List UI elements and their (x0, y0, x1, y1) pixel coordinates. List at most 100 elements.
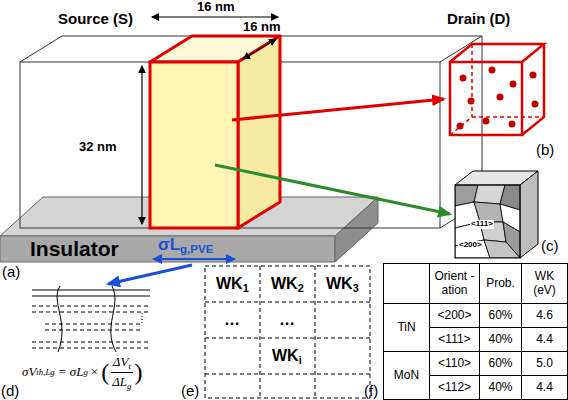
formula: σVth,Lg= σLg×(ΔVtΔLg) (22, 354, 143, 390)
wk-cell-group: WK1 (216, 275, 249, 295)
wk-cell: 2 (298, 282, 304, 294)
variation-label: g,PVE (180, 243, 213, 255)
table-cell: 4.6 (522, 304, 568, 328)
formula-term: ΔV (113, 354, 129, 369)
grain-cube (455, 171, 538, 258)
formula-subscript: t (128, 361, 130, 371)
dimension-arrows (142, 17, 278, 224)
gate-block (150, 36, 280, 228)
panel-letter-group: (a) (2, 264, 20, 281)
wk-cell: WK (272, 347, 299, 364)
table-header: Prob. (486, 276, 515, 290)
dimension-label: 16 nm (243, 19, 281, 34)
wk-cell-group: WK3 (326, 275, 359, 295)
grain-orientation: <200> (459, 240, 482, 249)
panel-letter-group: (e) (181, 383, 199, 400)
table-value: TiN (397, 320, 415, 334)
wk-cell-group: … (279, 311, 295, 329)
table-cell: 40% (480, 328, 522, 352)
node-text: Drain (D) (447, 10, 510, 27)
wk-cell: 1 (243, 282, 249, 294)
dimension-label-group: 16 nm (197, 0, 235, 14)
table-cell: <112> (430, 376, 480, 400)
grain-orientation: <111> (471, 219, 493, 228)
table-value: 4.4 (536, 332, 553, 346)
table-value: MoN (394, 368, 419, 382)
table-value: 40% (488, 380, 512, 394)
table-cell: <200> (430, 304, 480, 328)
wk-cell-group: WKi (272, 347, 302, 367)
panel-letter: (c) (541, 237, 559, 254)
wk-cell: 3 (353, 282, 359, 294)
dimension-label: 16 nm (197, 0, 235, 14)
table-cell: Orient -ation (430, 264, 480, 304)
formula-paren: ( (101, 360, 109, 384)
insulator-label: Insulator (30, 237, 119, 261)
table-row: MoN<110>60%5.0 (384, 352, 568, 376)
grain-orientation-group: <111> (470, 220, 494, 229)
table-value: 40% (488, 332, 512, 346)
panel-letter: (e) (181, 382, 199, 399)
formula-fraction: ΔVtΔLg (110, 354, 133, 390)
drain-label: Drain (D) (447, 10, 510, 27)
table-value: 4.4 (536, 380, 553, 394)
fraction-denominator: ΔLg (110, 373, 133, 391)
wk-grid (205, 266, 370, 398)
dimension-label: 32 nm (79, 139, 117, 154)
table-cell: 5.0 (522, 352, 568, 376)
panel-letter-group: (f) (364, 383, 378, 400)
roughness-sketch (32, 286, 150, 352)
pointer-arrow (215, 165, 450, 214)
dimension-label-group: 16 nm (243, 20, 281, 34)
dimension-label-group: 32 nm (79, 140, 117, 154)
wk-cell: … (224, 311, 240, 328)
panel-letter-group: (d) (1, 383, 19, 400)
table-row: Orient -ation Prob. WK (eV) (384, 264, 568, 304)
variation-label: σL (158, 235, 180, 254)
table-value: 60% (488, 308, 512, 322)
wk-cell: … (279, 311, 295, 328)
table-value: <112> (438, 380, 471, 394)
table-cell: <110> (430, 352, 480, 376)
table-cell: <111> (430, 328, 480, 352)
table-value: 60% (488, 356, 512, 370)
gate-length-arrow (153, 258, 235, 260)
table-value: <200> (437, 308, 471, 322)
table-cell: MoN (384, 352, 430, 400)
table-value: <111> (438, 332, 470, 346)
table-value: 5.0 (536, 356, 553, 370)
wk-cell: WK (326, 275, 353, 292)
pointer-arrow (232, 99, 444, 120)
table-cell: 4.4 (522, 328, 568, 352)
node-text: Insulator (30, 237, 119, 260)
pointer-arrow (108, 265, 192, 284)
grain-orientation-group: <200> (458, 241, 483, 250)
table-header: WK (eV) (533, 269, 556, 297)
table-header: Orient -ation (434, 269, 474, 297)
table-value: <110> (438, 356, 471, 370)
formula-paren: ) (135, 360, 143, 384)
source-label: Source (S) (58, 10, 133, 27)
wk-cell-group: … (224, 311, 240, 329)
wk-cell: WK (271, 275, 298, 292)
table-cell: 4.4 (522, 376, 568, 400)
formula-term: ΔL (112, 374, 127, 389)
table-cell (384, 264, 430, 304)
table-cell: 40% (480, 376, 522, 400)
node-text: Source (S) (58, 10, 133, 27)
panel-letter-group: (c) (541, 238, 559, 255)
table-cell: WK (eV) (522, 264, 568, 304)
panel-letter: (f) (364, 382, 378, 399)
variation-label-group: σLg,PVE (158, 236, 213, 256)
formula-term: σV (22, 364, 36, 380)
panel-letter: (b) (536, 141, 554, 158)
formula-term: = σL (58, 364, 84, 380)
table-cell: 60% (480, 304, 522, 328)
wk-cell: i (299, 354, 302, 366)
table-cell: 60% (480, 352, 522, 376)
formula-subscript: g (83, 367, 87, 377)
formula-operator: × (91, 364, 98, 380)
work-function-table: Orient -ation Prob. WK (eV) TiN <200> 60% 4.6 <… (383, 263, 568, 400)
